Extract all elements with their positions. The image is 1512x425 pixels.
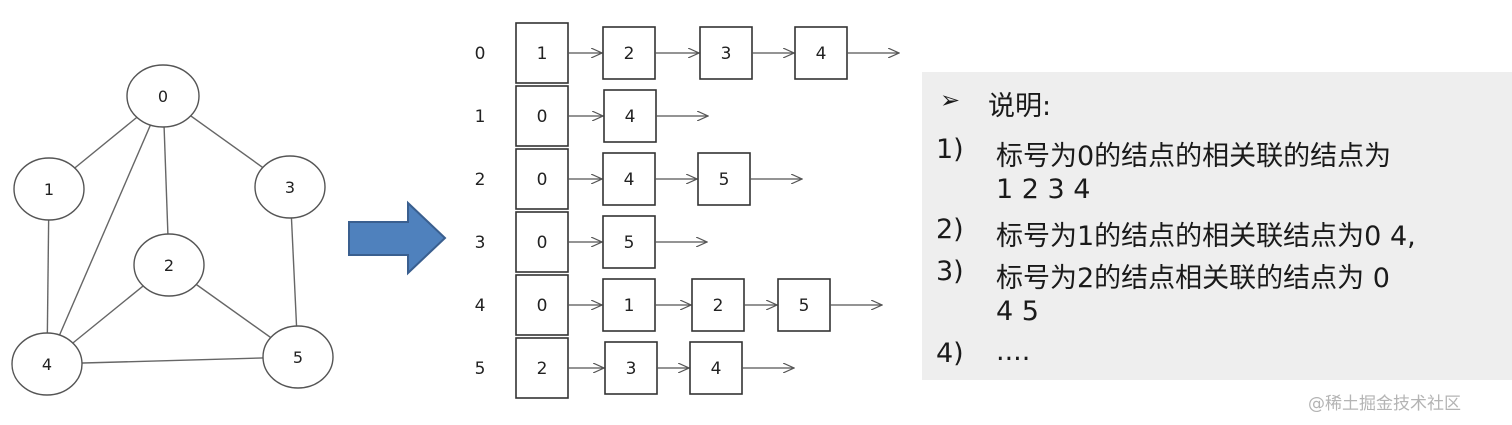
- neighbor-node-1-0: [603, 89, 657, 143]
- graph-node-label-0: 0: [158, 87, 168, 106]
- neighbor-value-2-1: 5: [719, 170, 730, 190]
- head-cell-4: [515, 274, 569, 336]
- graph-node-5: [262, 325, 334, 389]
- notes-bullet: ➢: [940, 86, 961, 114]
- note-1-text: 标号为0的结点的相关联的结点为: [996, 141, 1392, 172]
- neighbor-node-2-1: [697, 152, 751, 206]
- note-1-number: 1): [936, 134, 964, 165]
- neighbor-value-2-0: 4: [624, 170, 635, 190]
- adjacency-list: 0 1 2 3 4 1 0 4 2 0 4 5 3 0 5 4 0 1 2 5 5 2 3 4: [475, 22, 899, 399]
- row-index-5: 5: [475, 359, 486, 379]
- head-cell-5: [515, 337, 569, 399]
- head-value-1: 0: [537, 107, 548, 127]
- neighbor-node-3-0: [602, 215, 656, 269]
- graph-node-label-1: 1: [44, 180, 54, 199]
- row-index-2: 2: [475, 170, 486, 190]
- head-value-0: 1: [537, 44, 548, 64]
- graph-node-2: [133, 233, 205, 297]
- graph-node-1: [13, 157, 85, 221]
- head-cell-2: [515, 148, 569, 210]
- row-index-4: 4: [475, 296, 486, 316]
- graph-edge-0-4: [46, 95, 164, 365]
- neighbor-node-2-0: [602, 152, 656, 206]
- row-index-1: 1: [475, 107, 486, 127]
- row-index-0: 0: [475, 44, 486, 64]
- transform-arrow-icon: [348, 200, 447, 276]
- graph-node-3: [254, 155, 326, 219]
- head-value-3: 0: [537, 233, 548, 253]
- note-4-text: ....: [996, 336, 1031, 367]
- neighbor-node-4-0: [602, 278, 656, 332]
- note-2-number: 2): [936, 214, 964, 245]
- note-3-text: 标号为2的结点相关联的结点为 0: [996, 263, 1390, 294]
- head-value-2: 0: [537, 170, 548, 190]
- notes-panel: ➢ 说明: 1) 标号为0的结点的相关联的结点为 1 2 3 4 2) 标号为1…: [922, 72, 1512, 380]
- note-2-text: 标号为1的结点的相关联结点为0 4,: [996, 221, 1416, 252]
- neighbor-node-5-0: [604, 341, 658, 395]
- neighbor-node-0-2: [794, 26, 848, 80]
- graph-node-label-2: 2: [164, 256, 174, 275]
- neighbor-value-4-0: 1: [624, 296, 635, 316]
- graph-node-0: [126, 64, 200, 128]
- graph-node-label-3: 3: [285, 178, 295, 197]
- note-3-continued: 4 5: [996, 296, 1039, 327]
- graph-edge-4-5: [46, 356, 299, 365]
- notes-heading: 说明:: [988, 91, 1052, 122]
- neighbor-value-0-0: 2: [624, 44, 635, 64]
- row-index-3: 3: [475, 233, 486, 253]
- neighbor-node-0-1: [699, 26, 753, 80]
- neighbor-value-4-1: 2: [713, 296, 724, 316]
- head-cell-1: [515, 85, 569, 147]
- neighbor-node-5-1: [689, 341, 743, 395]
- neighbor-node-0-0: [602, 26, 656, 80]
- neighbor-node-4-1: [691, 278, 745, 332]
- head-cell-3: [515, 211, 569, 273]
- neighbor-value-1-0: 4: [625, 107, 636, 127]
- neighbor-value-5-0: 3: [626, 359, 637, 379]
- head-value-4: 0: [537, 296, 548, 316]
- neighbor-value-0-2: 4: [816, 44, 827, 64]
- note-3-number: 3): [936, 256, 964, 287]
- neighbor-value-3-0: 5: [624, 233, 635, 253]
- watermark: @稀土掘金技术社区: [1308, 394, 1461, 414]
- neighbor-node-4-2: [777, 278, 831, 332]
- head-value-5: 2: [537, 359, 548, 379]
- graph-node-4: [11, 332, 83, 396]
- neighbor-value-5-1: 4: [711, 359, 722, 379]
- graph-node-label-5: 5: [293, 348, 303, 367]
- note-4-number: 4): [936, 338, 964, 369]
- graph-node-label-4: 4: [42, 355, 52, 374]
- undirected-graph: 0 1 2 3 4 5: [11, 64, 334, 396]
- note-1-continued: 1 2 3 4: [996, 174, 1091, 205]
- neighbor-value-0-1: 3: [721, 44, 732, 64]
- neighbor-value-4-2: 5: [799, 296, 810, 316]
